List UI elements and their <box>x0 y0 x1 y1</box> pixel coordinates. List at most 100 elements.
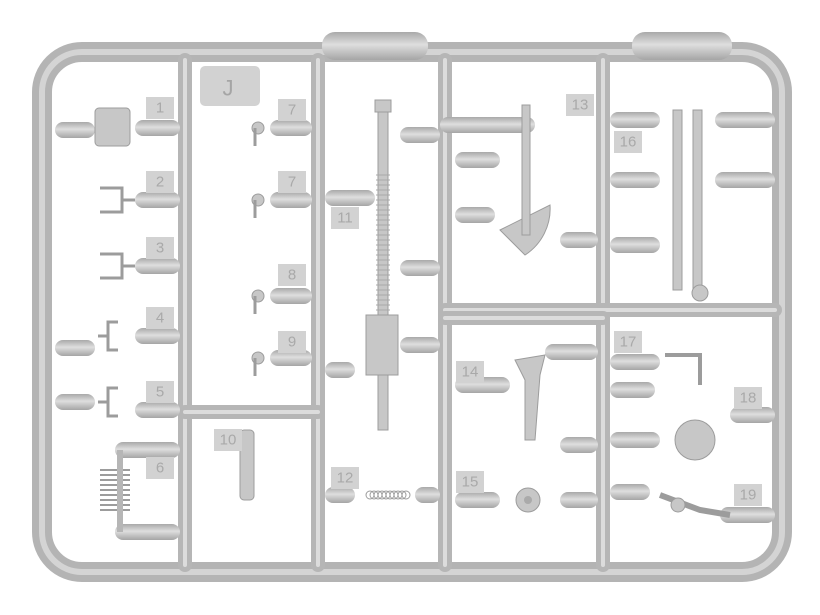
gate <box>440 117 535 133</box>
label-box <box>456 471 484 493</box>
gate <box>55 394 95 410</box>
gate <box>135 120 180 136</box>
label-number: 12 <box>337 470 354 487</box>
gate <box>455 207 495 223</box>
gate <box>115 524 180 540</box>
part-number-label: 17 <box>614 331 642 353</box>
gate <box>455 152 500 168</box>
part-16-rod <box>672 109 683 291</box>
gate <box>610 354 660 370</box>
label-box <box>146 97 174 119</box>
top-tab <box>322 32 428 60</box>
label-number: 1 <box>156 100 164 117</box>
part-number-label: 9 <box>278 331 306 353</box>
part-number-label: 8 <box>278 264 306 286</box>
label-box <box>734 387 762 409</box>
label-box <box>331 467 359 489</box>
gate <box>270 350 312 366</box>
label-box <box>146 171 174 193</box>
part-number-label: 14 <box>456 361 484 383</box>
gate <box>325 487 355 503</box>
part-number-label: 18 <box>734 387 762 409</box>
part-17 <box>665 353 702 385</box>
gate <box>270 120 312 136</box>
gate <box>270 192 312 208</box>
label-box <box>614 331 642 353</box>
part-number-label: 19 <box>734 484 762 506</box>
part-number-label: 7 <box>278 171 306 193</box>
label-number: 11 <box>337 210 353 227</box>
gate <box>400 260 440 276</box>
label-box <box>456 361 484 383</box>
label-box <box>566 94 594 116</box>
part-number-label: 4 <box>146 307 174 329</box>
label-box <box>278 331 306 353</box>
gate <box>715 112 775 128</box>
label-number: 10 <box>220 432 237 449</box>
part-18-gear <box>674 419 716 461</box>
label-box <box>278 171 306 193</box>
gate <box>610 382 655 398</box>
part-19-eye <box>670 497 686 513</box>
label-box <box>146 457 174 479</box>
gate <box>730 407 775 423</box>
gate <box>455 492 500 508</box>
gate <box>610 484 650 500</box>
part-bracket <box>98 386 118 418</box>
sprue-parts <box>94 99 731 532</box>
label-number: 8 <box>288 267 296 284</box>
gate <box>400 127 440 143</box>
label-box <box>146 237 174 259</box>
part-clip <box>100 252 135 280</box>
part-number-label: 10 <box>214 429 242 451</box>
part-number-label: 6 <box>146 457 174 479</box>
sprue-gates <box>55 112 775 540</box>
gate <box>610 432 660 448</box>
svg-text:J: J <box>223 76 234 101</box>
gate <box>720 507 775 523</box>
top-tab <box>632 32 732 60</box>
gate <box>560 492 598 508</box>
part-16-rod <box>692 109 703 291</box>
part-number-label: 1 <box>146 97 174 119</box>
label-number: 13 <box>572 97 589 114</box>
label-number: 15 <box>462 474 479 491</box>
part-number-label: 7 <box>278 99 306 121</box>
part-number-label: 16 <box>614 131 642 153</box>
label-box <box>331 207 359 229</box>
part-number-label: 3 <box>146 237 174 259</box>
label-number: 16 <box>620 134 637 151</box>
gate <box>135 258 180 274</box>
label-box <box>146 381 174 403</box>
label-box <box>146 307 174 329</box>
part-11-muzzle <box>374 99 392 113</box>
label-number: 17 <box>620 334 637 351</box>
gate <box>415 487 440 503</box>
label-box <box>614 131 642 153</box>
part-number-label: 2 <box>146 171 174 193</box>
gate <box>270 288 312 304</box>
label-number: 4 <box>156 310 164 327</box>
part-10 <box>239 429 255 501</box>
part-number-label: 15 <box>456 471 484 493</box>
part-12-spring-coil <box>397 490 407 500</box>
label-number: 7 <box>288 102 296 119</box>
gate <box>135 192 180 208</box>
label-number: 9 <box>288 334 296 351</box>
sprue-frame <box>32 32 792 582</box>
part-15-hub <box>524 496 532 504</box>
gate <box>610 112 660 128</box>
gate <box>325 362 355 378</box>
part-11-receiver <box>365 314 399 376</box>
label-number: 14 <box>462 364 479 381</box>
label-box <box>278 99 306 121</box>
label-box <box>734 484 762 506</box>
part-16-knob <box>691 284 709 302</box>
gate <box>610 172 660 188</box>
gate <box>715 172 775 188</box>
part-number-label: 5 <box>146 381 174 403</box>
part-14 <box>514 354 546 441</box>
part-number-label: 13 <box>566 94 594 116</box>
